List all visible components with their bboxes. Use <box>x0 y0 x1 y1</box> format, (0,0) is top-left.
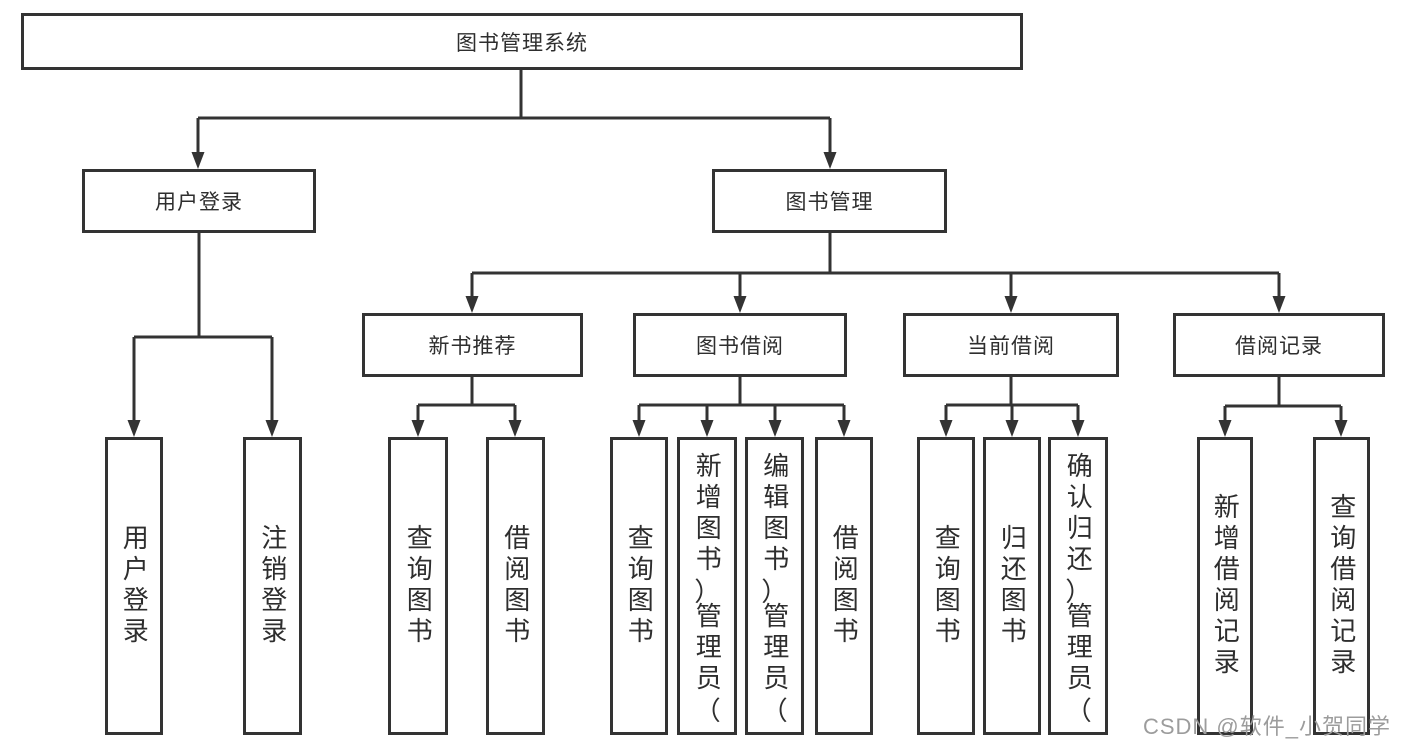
node-book-management: 图书管理 <box>712 169 947 233</box>
leaf-user-login: 用户登录 <box>105 437 163 735</box>
leaf-query-books-recommend: 查询图书 <box>388 437 448 735</box>
leaf-label: 借阅图书 <box>829 524 860 648</box>
leaf-label: 查询图书 <box>931 524 962 648</box>
leaf-edit-books-admin: 编辑图书（管理员） <box>745 437 804 735</box>
leaf-label: 确认归还（管理员） <box>1063 451 1094 723</box>
leaf-label: 编辑图书（管理员） <box>759 451 790 723</box>
node-label: 图书管理 <box>785 191 874 214</box>
leaf-label: 查询借阅记录 <box>1326 493 1357 679</box>
leaf-borrow-books-recommend: 借阅图书 <box>486 437 545 735</box>
node-label: 借阅记录 <box>1235 335 1323 358</box>
leaf-add-books-admin: 新增图书（管理员） <box>677 437 737 735</box>
node-label: 用户登录 <box>155 191 243 214</box>
leaf-add-borrow-record: 新增借阅记录 <box>1197 437 1253 735</box>
leaf-label: 注销登录 <box>257 524 288 648</box>
node-new-book-recommendation: 新书推荐 <box>362 313 583 377</box>
node-label: 图书借阅 <box>696 335 784 358</box>
leaf-label: 查询图书 <box>403 524 434 648</box>
node-label: 图书管理系统 <box>456 31 588 55</box>
leaf-query-borrow-record: 查询借阅记录 <box>1313 437 1370 735</box>
leaf-return-books: 归还图书 <box>983 437 1041 735</box>
node-current-borrowing: 当前借阅 <box>903 313 1119 377</box>
node-user-login: 用户登录 <box>82 169 316 233</box>
node-label: 新书推荐 <box>428 335 517 358</box>
leaf-logout: 注销登录 <box>243 437 302 735</box>
leaf-label: 查询图书 <box>624 524 655 648</box>
leaf-label: 归还图书 <box>997 524 1028 648</box>
leaf-label: 新增图书（管理员） <box>692 451 723 723</box>
csdn-watermark: CSDN @软件_小贺同学 <box>1142 714 1391 739</box>
leaf-label: 借阅图书 <box>500 524 531 648</box>
node-borrowing-records: 借阅记录 <box>1173 313 1385 377</box>
node-label: 当前借阅 <box>967 335 1055 358</box>
leaf-label: 新增借阅记录 <box>1210 493 1241 679</box>
leaf-borrow-books-borrowing: 借阅图书 <box>815 437 873 735</box>
leaf-confirm-return-admin: 确认归还（管理员） <box>1048 437 1108 735</box>
node-book-borrowing: 图书借阅 <box>633 313 847 377</box>
leaf-query-books-current: 查询图书 <box>917 437 975 735</box>
leaf-query-books-borrowing: 查询图书 <box>610 437 668 735</box>
node-root-library-management-system: 图书管理系统 <box>21 13 1023 70</box>
leaf-label: 用户登录 <box>119 524 150 648</box>
